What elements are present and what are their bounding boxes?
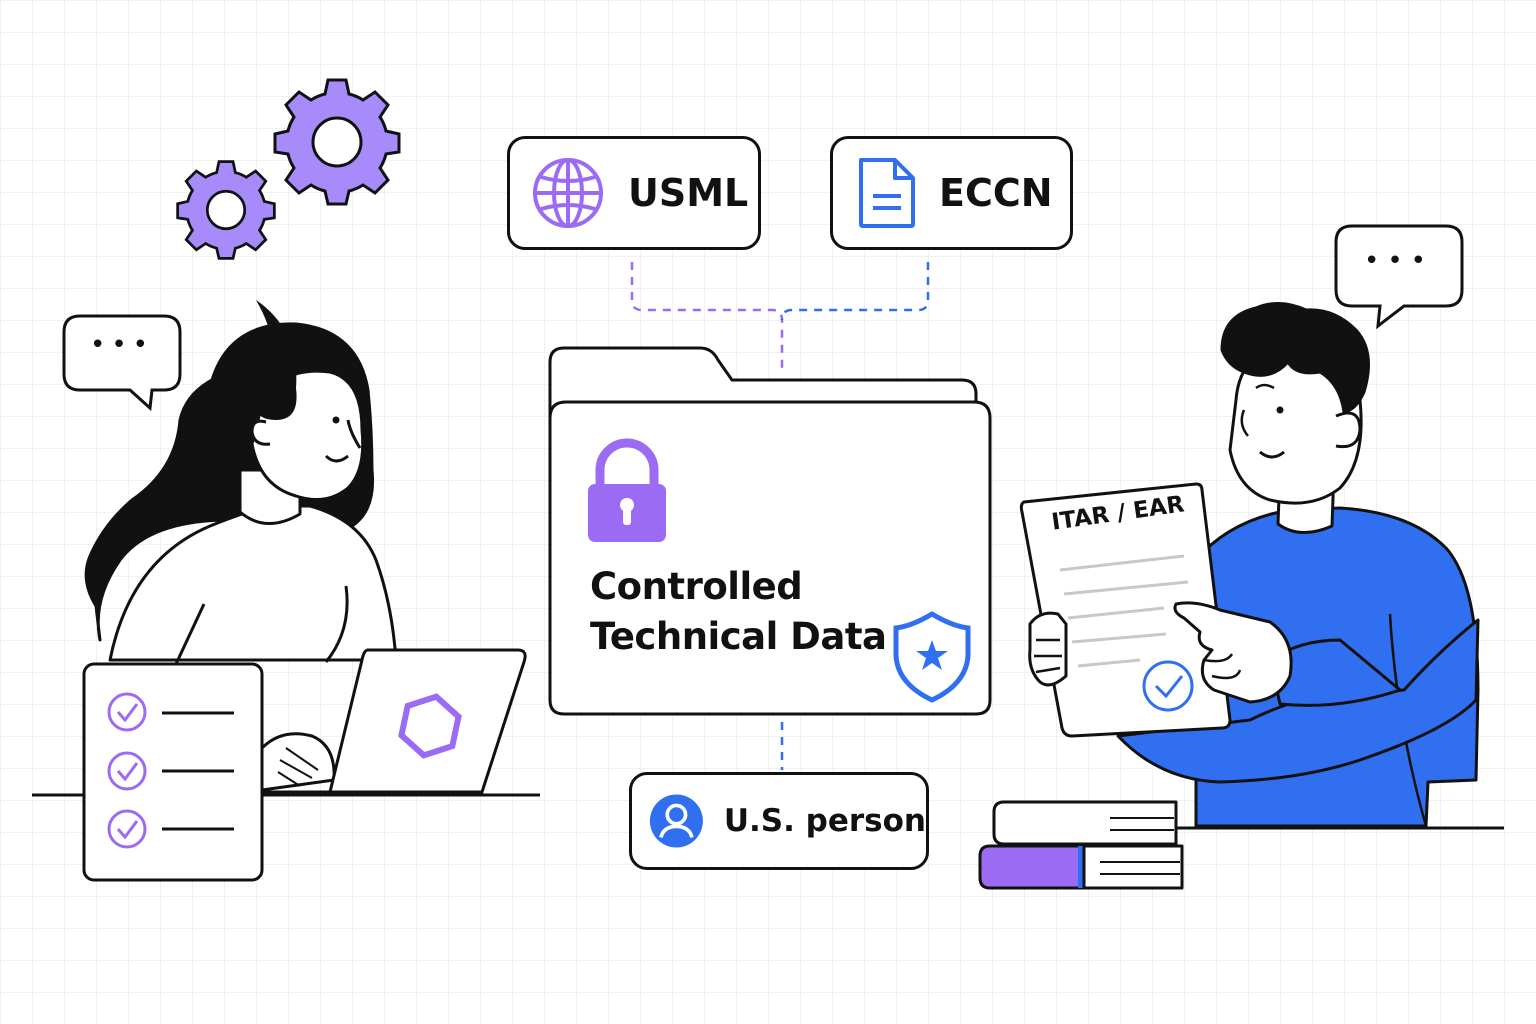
connector-lines — [630, 262, 930, 770]
woman-figure — [84, 300, 398, 792]
lock-icon — [588, 438, 666, 542]
speech-bubble-right — [1334, 224, 1464, 330]
document-card — [1019, 482, 1232, 738]
laptop-icon — [262, 648, 527, 794]
user-icon — [649, 794, 703, 848]
speech-bubble-left — [62, 314, 182, 412]
folder-title-line1: Controlled — [590, 565, 803, 608]
folder-title: Controlled Technical Data — [590, 562, 890, 662]
man-figure — [1116, 302, 1480, 828]
speech-bubble-left-text: ••• — [89, 330, 154, 360]
eccn-card: ECCN — [830, 136, 1073, 250]
usml-card: USML — [507, 136, 761, 250]
books-icon — [978, 800, 1184, 890]
document-icon — [859, 158, 915, 228]
folder-title-line2: Technical Data — [590, 615, 887, 658]
speech-bubble-right-text: ••• — [1363, 246, 1434, 276]
shield-star-icon — [893, 611, 971, 703]
checklist-card — [82, 662, 264, 882]
folder-icon — [548, 346, 992, 716]
us-person-label: U.S. person — [723, 803, 926, 839]
us-person-card: U.S. person — [629, 772, 929, 870]
gears-icon — [176, 78, 401, 260]
eccn-label: ECCN — [939, 171, 1053, 215]
man-hands — [1028, 601, 1293, 704]
globe-icon — [533, 158, 603, 228]
usml-label: USML — [628, 171, 749, 215]
checkmark-circle-icon — [1142, 660, 1194, 712]
